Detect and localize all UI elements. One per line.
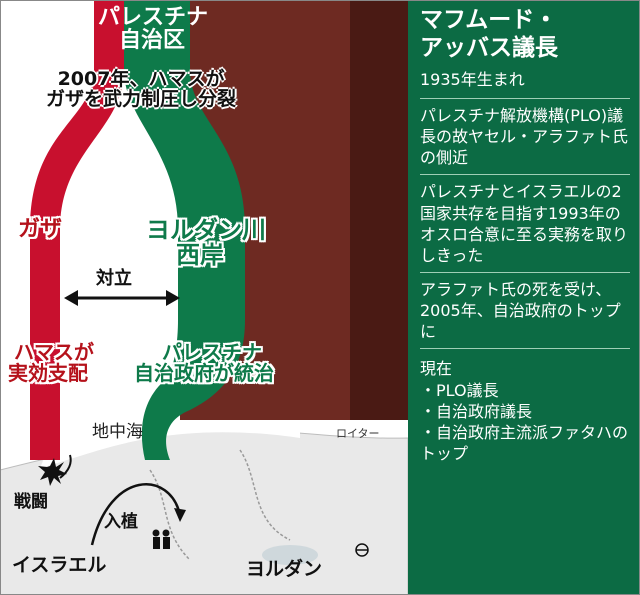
profile-now-item: ・自治政府議長 bbox=[420, 401, 533, 421]
westbank-band bbox=[124, 0, 245, 460]
conflict-arrow-left bbox=[64, 290, 78, 306]
profile-name-line2: アッバス議長 bbox=[420, 35, 558, 62]
curtain-shade bbox=[350, 0, 410, 420]
settlement-arrow-head bbox=[174, 508, 186, 522]
profile-now-item: ・PLO議長 bbox=[420, 381, 499, 401]
israel-label: イスラエル bbox=[12, 554, 107, 576]
region-label-line2: 自治区 bbox=[118, 28, 185, 54]
gaza-control-line2: 実効支配 bbox=[8, 361, 88, 385]
gaza-control: ハマスが 実効支配 bbox=[8, 342, 94, 384]
profile-now-list: ・PLO議長 ・自治政府議長 ・自治政府主流派ファタハのトップ bbox=[420, 381, 630, 464]
conflict-arrow-right bbox=[166, 290, 180, 306]
map-border bbox=[149, 449, 291, 561]
battle-arrow bbox=[59, 454, 72, 479]
westbank-control-line2: 自治政府が統治 bbox=[134, 361, 274, 385]
region-label-line1: パレスチナ bbox=[98, 5, 209, 30]
gaza-name: ガザ bbox=[18, 217, 63, 242]
westbank-control: パレスチナ 自治政府が統治 bbox=[134, 342, 274, 384]
westbank-name-line2: 西岸 bbox=[176, 241, 224, 270]
westbank-name-line1: ヨルダン川 bbox=[146, 216, 266, 244]
profile-name: マフムード・ アッバス議長 bbox=[420, 6, 630, 62]
profile-now-item: ・自治政府主流派ファタハのトップ bbox=[420, 422, 629, 463]
profile-now-title: 現在 bbox=[420, 359, 453, 379]
profile-panel: マフムード・ アッバス議長 1935年生まれ パレスチナ解放機構(PLO)議長の… bbox=[408, 0, 640, 595]
profile-para-3: アラファト氏の死を受け、2005年、自治政府のトップに bbox=[420, 273, 630, 350]
battle-label: 戦闘 bbox=[14, 492, 48, 512]
map-sea bbox=[40, 420, 300, 468]
profile-para-2: パレスチナとイスラエルの2国家共存を目指す1993年のオスロ合意に至る実務を取り… bbox=[420, 175, 630, 273]
photo-credit: ロイター bbox=[336, 427, 380, 440]
westbank-control-line1: パレスチナ bbox=[162, 340, 262, 364]
profile-para-1: パレスチナ解放機構(PLO)議長の故ヤセル・アラファト氏の側近 bbox=[420, 99, 630, 176]
event-line2: ガザを武力制圧し分裂 bbox=[46, 87, 237, 110]
settlement-arrow bbox=[90, 483, 182, 546]
dead-sea bbox=[262, 545, 318, 565]
settler-icon bbox=[152, 529, 170, 549]
profile-name-line1: マフムード・ bbox=[420, 7, 558, 33]
region-label: パレスチナ 自治区 bbox=[98, 5, 209, 54]
gaza-band bbox=[30, 0, 124, 460]
westbank-name: ヨルダン川 西岸 bbox=[146, 216, 266, 270]
settlement-label: 入植 bbox=[104, 512, 138, 532]
conflict-label: 対立 bbox=[96, 268, 132, 289]
event-line1: 2007年、ハマスが bbox=[57, 68, 225, 90]
sea-label: 地中海 bbox=[92, 422, 143, 442]
compass-icon bbox=[355, 543, 369, 557]
event-caption: 2007年、ハマスが ガザを武力制圧し分裂 bbox=[46, 68, 237, 110]
battle-burst-icon bbox=[38, 458, 67, 486]
gaza-control-line1: ハマスが bbox=[14, 340, 94, 364]
jordan-label: ヨルダン bbox=[246, 558, 323, 580]
profile-born: 1935年生まれ bbox=[420, 66, 630, 100]
